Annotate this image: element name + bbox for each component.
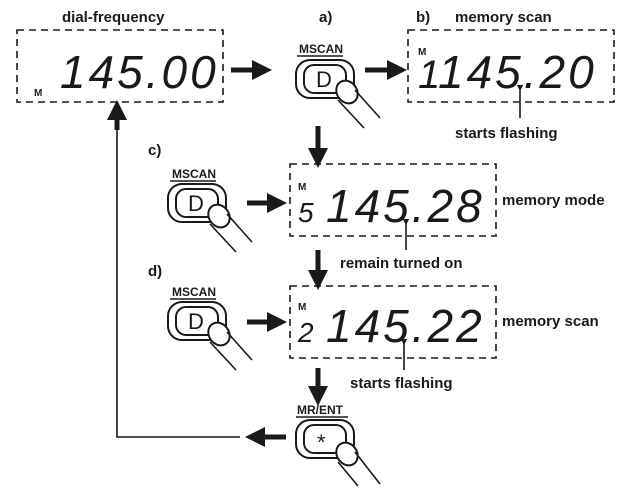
- display-b-indicator: M: [418, 47, 426, 58]
- memory-scan-display-b: [407, 29, 615, 103]
- dial-display-frequency: 145.00: [60, 46, 219, 98]
- finger-icon-d: [207, 321, 253, 371]
- display-b-channel: 1: [418, 53, 443, 97]
- step-d-label: d): [148, 263, 162, 280]
- display-b-frequency: 145.20: [438, 46, 597, 98]
- memory-scan-label-right: memory scan: [502, 313, 599, 330]
- display-d-frequency: 145.22: [326, 300, 485, 352]
- dial-frequency-label: dial-frequency: [62, 9, 165, 26]
- mr-ent-button-key: [303, 424, 347, 454]
- memory-scan-title: memory scan: [455, 9, 552, 26]
- mscan-label-a: MSCAN: [299, 42, 343, 56]
- dial-display-indicator: M: [34, 88, 42, 99]
- memory-mode-label: memory mode: [502, 192, 605, 209]
- starts-flashing-label-2: starts flashing: [350, 375, 453, 392]
- memory-mode-display: [289, 163, 497, 237]
- finger-icon-c: [207, 203, 253, 253]
- mscan-label-c: MSCAN: [172, 167, 216, 181]
- step-a-label: a): [319, 9, 332, 26]
- starts-flashing-label-1: starts flashing: [455, 125, 558, 142]
- mr-ent-label: MR/ENT: [297, 403, 344, 417]
- mscan-button-c[interactable]: D: [167, 183, 227, 223]
- finger-icon-mr-ent: [335, 441, 381, 487]
- dial-frequency-display: [16, 29, 224, 103]
- display-c-channel: 5: [298, 197, 317, 228]
- mscan-button-a-glyph: D: [316, 67, 332, 92]
- mscan-button-a-key: [303, 64, 347, 94]
- display-d-indicator: M: [298, 302, 306, 313]
- mscan-button-d-glyph: D: [188, 309, 204, 334]
- memory-scan-display-d: [289, 285, 497, 359]
- remain-turned-on-label: remain turned on: [340, 255, 463, 272]
- display-d-channel: 2: [297, 317, 317, 348]
- step-c-label: c): [148, 142, 161, 159]
- display-c-indicator: M: [298, 182, 306, 193]
- finger-icon-a: [335, 79, 381, 129]
- step-b-label: b): [416, 9, 430, 26]
- return-loop-line: [116, 120, 240, 438]
- star-key-glyph: *: [317, 430, 326, 455]
- mscan-button-d-key: [175, 306, 219, 336]
- mscan-button-c-glyph: D: [188, 191, 204, 216]
- mscan-button-c-key: [175, 188, 219, 218]
- mscan-label-d: MSCAN: [172, 285, 216, 299]
